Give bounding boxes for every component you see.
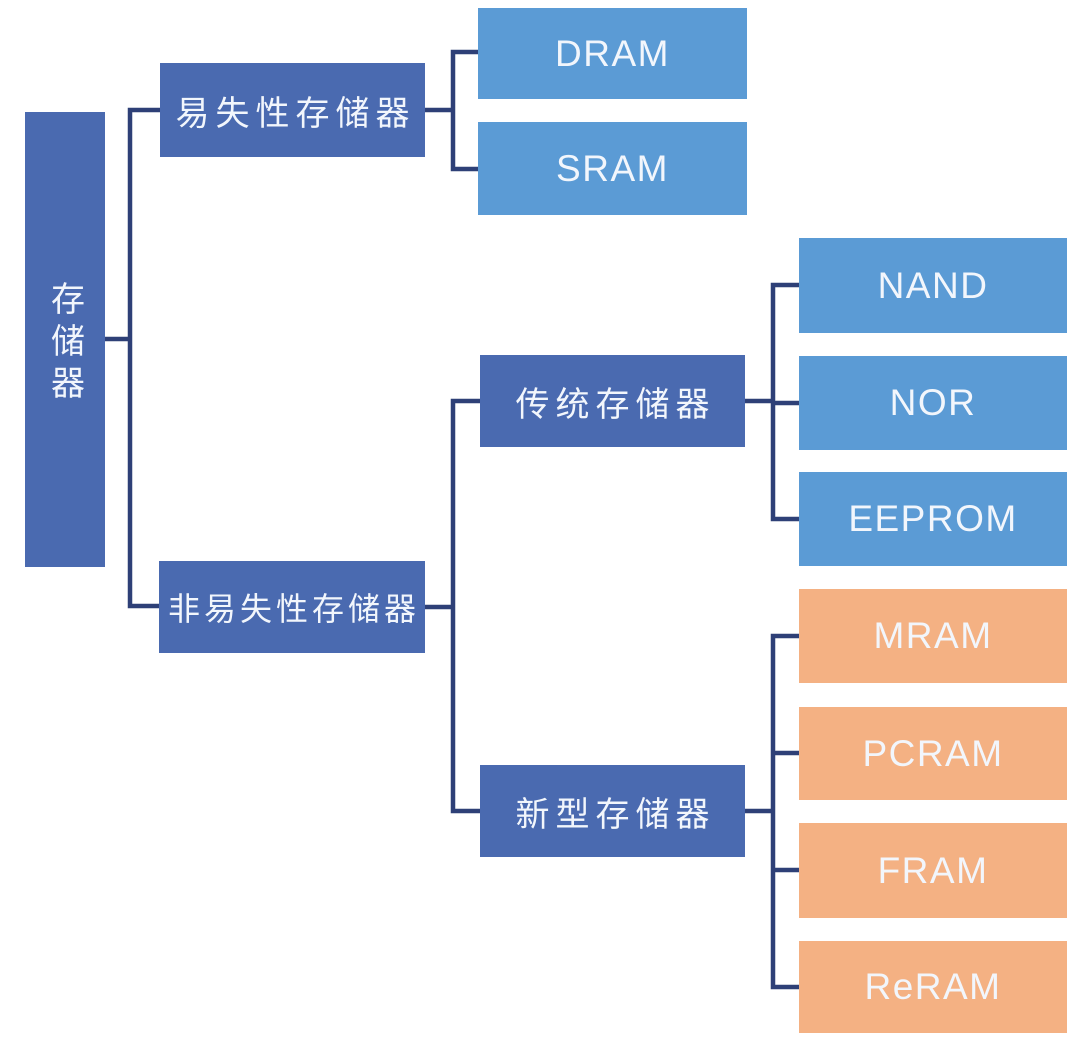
node-traditional-memory: 传统存储器 — [480, 355, 745, 447]
node-sram: SRAM — [478, 122, 747, 215]
node-eeprom: EEPROM — [799, 472, 1067, 566]
node-nor: NOR — [799, 356, 1067, 450]
bracket-traditional — [745, 282, 799, 522]
node-memory-root: 存储器 — [25, 112, 105, 567]
node-volatile-memory: 易失性存储器 — [160, 63, 425, 157]
node-fram: FRAM — [799, 823, 1067, 918]
node-mram: MRAM — [799, 589, 1067, 683]
bracket-volatile — [425, 49, 478, 172]
node-new-type-memory: 新型存储器 — [480, 765, 745, 857]
bracket-root — [105, 107, 160, 609]
node-nonvolatile-memory: 非易失性存储器 — [159, 561, 425, 653]
node-pcram: PCRAM — [799, 707, 1067, 800]
node-nand: NAND — [799, 238, 1067, 333]
bracket-newtype — [745, 633, 799, 990]
node-reram: ReRAM — [799, 941, 1067, 1033]
node-dram: DRAM — [478, 8, 747, 99]
bracket-nonvolatile — [425, 398, 480, 814]
